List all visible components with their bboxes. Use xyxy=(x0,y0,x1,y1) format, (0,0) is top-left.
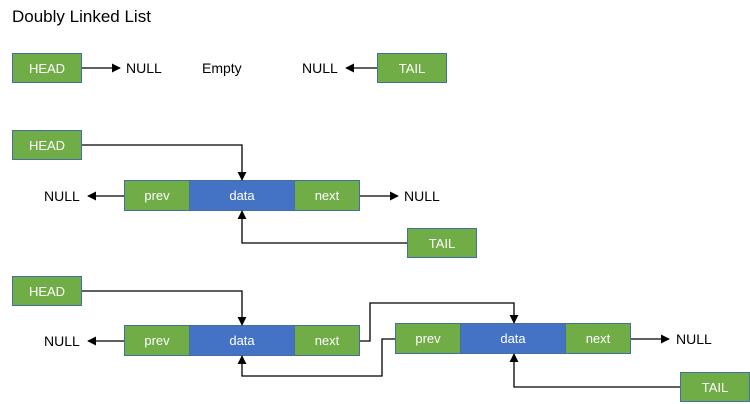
tail-box-single: TAIL xyxy=(407,228,477,258)
null-label-right-single: NULL xyxy=(404,188,440,204)
head-box-double: HEAD xyxy=(12,276,82,306)
empty-label: Empty xyxy=(202,60,242,76)
next-field-node1: next xyxy=(294,325,360,356)
arrow-head-to-node1 xyxy=(82,290,247,326)
next-field-single: next xyxy=(294,180,360,211)
arrow-tail-to-node-single xyxy=(237,210,407,244)
null-label-left-single: NULL xyxy=(44,188,80,204)
prev-field-node2: prev xyxy=(395,323,461,354)
next-field-node2: next xyxy=(565,323,631,354)
head-box-single: HEAD xyxy=(12,130,82,160)
null-label-left-double: NULL xyxy=(44,333,80,349)
prev-field-node1: prev xyxy=(124,325,190,356)
null-label-tail-empty: NULL xyxy=(302,60,338,76)
tail-box-empty: TAIL xyxy=(377,53,447,83)
arrow-head-to-node-single xyxy=(82,144,247,181)
null-label-right-double: NULL xyxy=(676,331,712,347)
diagram-title: Doubly Linked List xyxy=(12,7,151,26)
tail-box-double: TAIL xyxy=(680,372,750,402)
null-label-head-empty: NULL xyxy=(126,60,162,76)
head-box-empty: HEAD xyxy=(12,53,82,83)
arrow-next-node1-to-node2 xyxy=(360,302,519,342)
arrow-tail-to-node2 xyxy=(509,353,680,388)
prev-field-single: prev xyxy=(124,180,190,211)
data-field-single: data xyxy=(189,180,295,211)
arrow-prev-node2-to-node1 xyxy=(237,338,395,377)
